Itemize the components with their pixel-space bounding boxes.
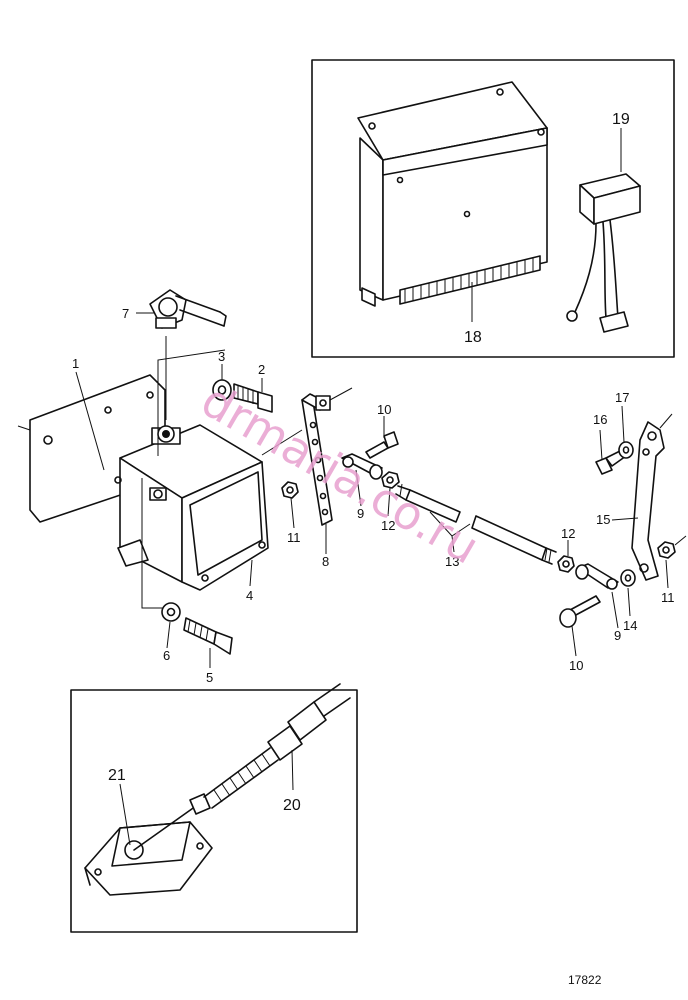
label-21: 21 [108,767,126,784]
inset-frame-top [311,59,675,358]
label-9-left: 9 [357,506,364,521]
figure-number: 17822 [568,973,602,987]
label-10-upper: 10 [377,402,391,417]
rod-13 [395,483,557,565]
lever-15 [631,413,673,581]
link-9-right [575,563,619,590]
label-17: 17 [615,390,629,405]
label-19: 19 [612,111,630,128]
relay-19 [566,173,641,333]
label-7: 7 [122,306,129,321]
leader-lines [75,128,669,846]
label-13: 13 [445,554,459,569]
nut-12-right [557,555,575,573]
nut-11-left [281,481,299,499]
cable-20 [133,683,351,851]
callout-labels: 1 2 3 4 5 6 7 8 9 9 10 10 11 11 12 12 13… [72,111,675,814]
label-12-left: 12 [381,518,395,533]
screw-2 [233,383,273,413]
label-6: 6 [163,648,170,663]
washer-14 [620,569,636,587]
washer-6 [161,602,181,622]
label-20: 20 [283,797,301,814]
nut-12-left [381,471,400,489]
label-18: 18 [464,329,482,346]
link-9-left [341,453,383,480]
washer-17 [618,441,634,459]
label-15: 15 [596,512,610,527]
actuator-4 [114,424,269,591]
control-unit-18 [357,81,548,307]
label-9-right: 9 [614,628,621,643]
label-8: 8 [322,554,329,569]
label-12-right: 12 [561,526,575,541]
label-1: 1 [72,356,79,371]
screw-10-upper [365,431,399,459]
elbow-7 [149,289,227,329]
screw-10-lower [559,595,601,628]
label-16: 16 [593,412,607,427]
label-5: 5 [206,670,213,685]
label-11-right: 11 [661,590,675,605]
screw-5 [183,617,233,655]
label-2: 2 [258,362,265,377]
nut-11-right [657,535,687,559]
lever-8 [261,387,353,526]
label-3: 3 [218,349,225,364]
label-10-lower: 10 [569,658,583,673]
label-11-left: 11 [287,530,301,545]
clamp-21 [84,821,213,896]
label-14: 14 [623,618,637,633]
inset-frame-bottom [70,689,358,933]
label-4: 4 [246,588,253,603]
